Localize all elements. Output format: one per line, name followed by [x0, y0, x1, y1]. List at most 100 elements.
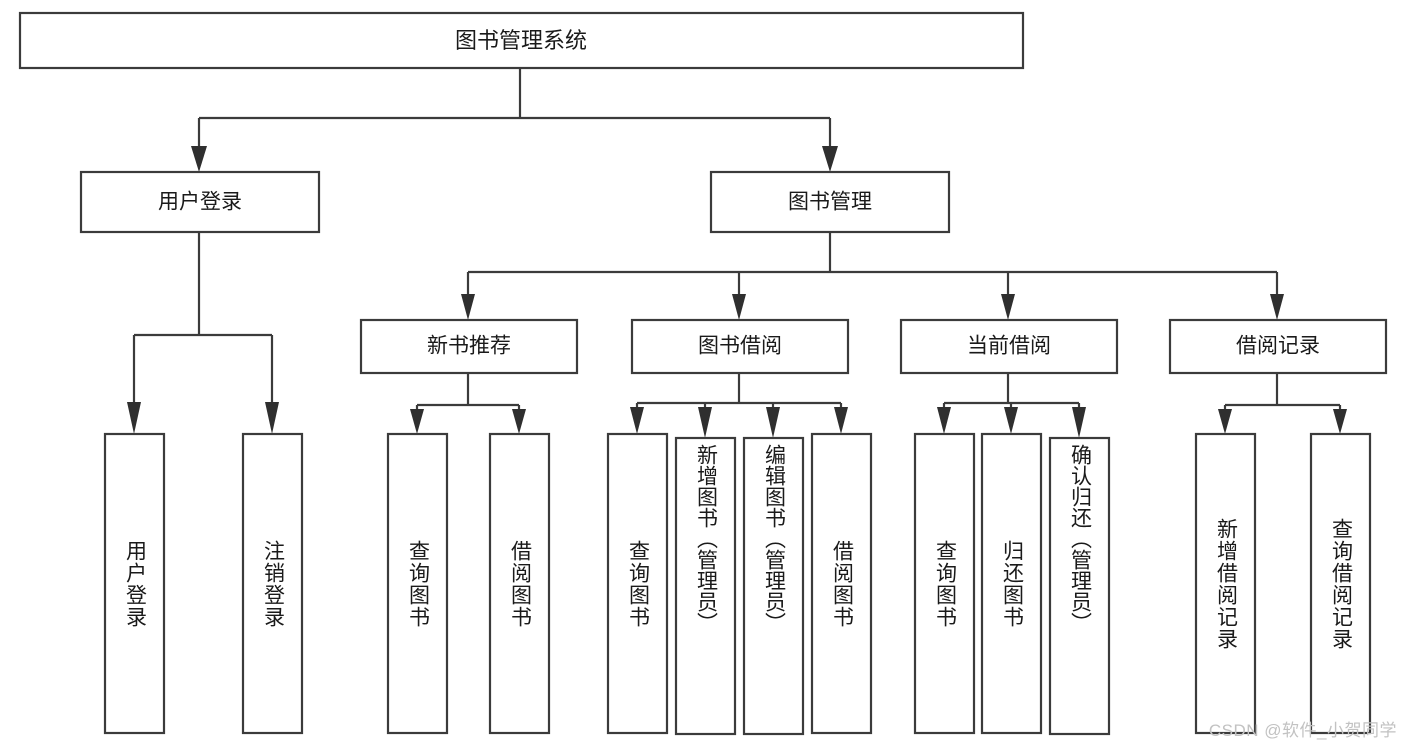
node-book-manage-label: 图书管理	[788, 191, 872, 214]
arrow-user-leaf-1	[127, 402, 141, 434]
leaf-current-return-label: 归还图书	[1000, 539, 1024, 628]
arrow-current-leaf-3	[1072, 407, 1086, 438]
leaf-records-add-box[interactable]	[1194, 432, 1257, 735]
arrow-borrow-leaf-3	[766, 407, 780, 438]
leaf-user-login[interactable]	[103, 432, 166, 735]
node-user-login[interactable]: 用户登录	[79, 170, 321, 234]
leaf-current-query-label: 查询图书	[933, 539, 957, 628]
leaf-newbooks-borrow[interactable]	[488, 432, 551, 735]
leaf-newbooks-query-label: 查询图书	[406, 539, 430, 628]
leaf-user-logout-label-wrap: 注销登录	[243, 434, 302, 733]
leaf-newbooks-borrow-label: 借阅图书	[508, 539, 532, 628]
arrow-current-leaf-1	[937, 407, 951, 434]
leaf-current-query[interactable]	[913, 432, 976, 735]
node-user-login-label: 用户登录	[158, 191, 242, 214]
node-current-borrow[interactable]: 当前借阅	[899, 318, 1119, 375]
leaf-current-query-label-wrap: 查询图书	[915, 434, 974, 733]
leaf-current-return[interactable]	[980, 432, 1043, 735]
connector-group-book-manage	[461, 232, 1284, 320]
node-root[interactable]: 图书管理系统	[18, 11, 1025, 70]
leaf-newbooks-borrow-box[interactable]	[488, 432, 551, 735]
leaf-borrow-add-box[interactable]	[674, 436, 737, 736]
leaf-borrow-add[interactable]	[674, 436, 737, 736]
leaf-records-add[interactable]	[1194, 432, 1257, 735]
leaf-current-confirm-label-wrap: 确认归还（管理员）	[1050, 438, 1109, 734]
node-new-book-recommend-label: 新书推荐	[427, 335, 511, 358]
connector-group-user-login	[127, 232, 279, 434]
node-borrow-record-box[interactable]	[1168, 318, 1388, 375]
leaf-current-confirm-box[interactable]	[1048, 436, 1111, 736]
arrow-root-to-book	[822, 146, 838, 172]
arrow-current-leaf-2	[1004, 407, 1018, 434]
leaf-newbooks-borrow-label-wrap: 借阅图书	[490, 434, 549, 733]
node-root-box[interactable]	[18, 11, 1025, 70]
connector-group-records	[1218, 373, 1347, 434]
leaf-user-logout[interactable]	[241, 432, 304, 735]
leaf-records-add-label: 新增借阅记录	[1214, 517, 1238, 650]
leaf-borrow-lend-label: 借阅图书	[830, 539, 854, 628]
node-borrow-record[interactable]: 借阅记录	[1168, 318, 1388, 375]
arrow-borrow-leaf-1	[630, 407, 644, 434]
leaf-newbooks-query-box[interactable]	[386, 432, 449, 735]
leaf-user-login-label-wrap: 用户登录	[105, 434, 164, 733]
arrow-newbooks-leaf-2	[512, 409, 526, 434]
node-book-borrow-label: 图书借阅	[698, 335, 782, 358]
arrow-book-child-4	[1270, 294, 1284, 320]
arrow-root-to-user	[191, 146, 207, 172]
leaf-borrow-edit-label: 编辑图书（管理员）	[762, 444, 786, 633]
leaf-newbooks-query-label-wrap: 查询图书	[388, 434, 447, 733]
arrow-book-child-2	[732, 294, 746, 320]
arrow-user-leaf-2	[265, 402, 279, 434]
node-book-manage-box[interactable]	[709, 170, 951, 234]
leaf-user-login-box[interactable]	[103, 432, 166, 735]
leaf-borrow-lend-box[interactable]	[810, 432, 873, 735]
leaf-current-query-box[interactable]	[913, 432, 976, 735]
connector-group-root	[191, 68, 838, 172]
node-book-borrow-box[interactable]	[630, 318, 850, 375]
leaf-current-return-box[interactable]	[980, 432, 1043, 735]
leaf-current-confirm[interactable]	[1048, 436, 1111, 736]
leaf-records-query-label-wrap: 查询借阅记录	[1311, 434, 1370, 733]
leaf-records-query-box[interactable]	[1309, 432, 1372, 735]
arrow-records-leaf-2	[1333, 409, 1347, 434]
arrow-newbooks-leaf-1	[410, 409, 424, 434]
leaf-borrow-add-label-wrap: 新增图书（管理员）	[676, 438, 735, 734]
leaf-borrow-query-label-wrap: 查询图书	[608, 434, 667, 733]
node-current-borrow-box[interactable]	[899, 318, 1119, 375]
node-root-label: 图书管理系统	[455, 28, 587, 53]
connector-group-current	[937, 373, 1086, 438]
leaf-borrow-query-label: 查询图书	[626, 539, 650, 628]
leaf-user-login-label: 用户登录	[123, 539, 147, 628]
node-new-book-recommend-box[interactable]	[359, 318, 579, 375]
leaf-borrow-edit[interactable]	[742, 436, 805, 736]
leaf-borrow-add-label: 新增图书（管理员）	[694, 444, 718, 633]
arrow-borrow-leaf-4	[834, 407, 848, 434]
leaf-borrow-lend[interactable]	[810, 432, 873, 735]
connector-group-borrow	[630, 373, 848, 438]
leaf-user-logout-label: 注销登录	[261, 539, 285, 628]
leaf-records-query-label: 查询借阅记录	[1329, 517, 1353, 650]
connector-group-new-books	[410, 373, 526, 434]
arrow-book-child-3	[1001, 294, 1015, 320]
leaf-borrow-lend-label-wrap: 借阅图书	[812, 434, 871, 733]
leaf-borrow-edit-box[interactable]	[742, 436, 805, 736]
node-book-borrow[interactable]: 图书借阅	[630, 318, 850, 375]
leaf-records-query[interactable]	[1309, 432, 1372, 735]
arrow-records-leaf-1	[1218, 409, 1232, 434]
node-new-book-recommend[interactable]: 新书推荐	[359, 318, 579, 375]
leaf-newbooks-query[interactable]	[386, 432, 449, 735]
leaf-user-logout-box[interactable]	[241, 432, 304, 735]
node-borrow-record-label: 借阅记录	[1236, 335, 1320, 358]
leaf-borrow-query-box[interactable]	[606, 432, 669, 735]
leaf-borrow-query[interactable]	[606, 432, 669, 735]
node-user-login-box[interactable]	[79, 170, 321, 234]
csdn-watermark: CSDN @软件_小贺同学	[1208, 721, 1397, 740]
node-book-manage[interactable]: 图书管理	[709, 170, 951, 234]
leaf-current-return-label-wrap: 归还图书	[982, 434, 1041, 733]
leaf-records-add-label-wrap: 新增借阅记录	[1196, 434, 1255, 733]
node-current-borrow-label: 当前借阅	[967, 335, 1051, 358]
arrow-book-child-1	[461, 294, 475, 320]
leaf-borrow-edit-label-wrap: 编辑图书（管理员）	[744, 438, 803, 734]
